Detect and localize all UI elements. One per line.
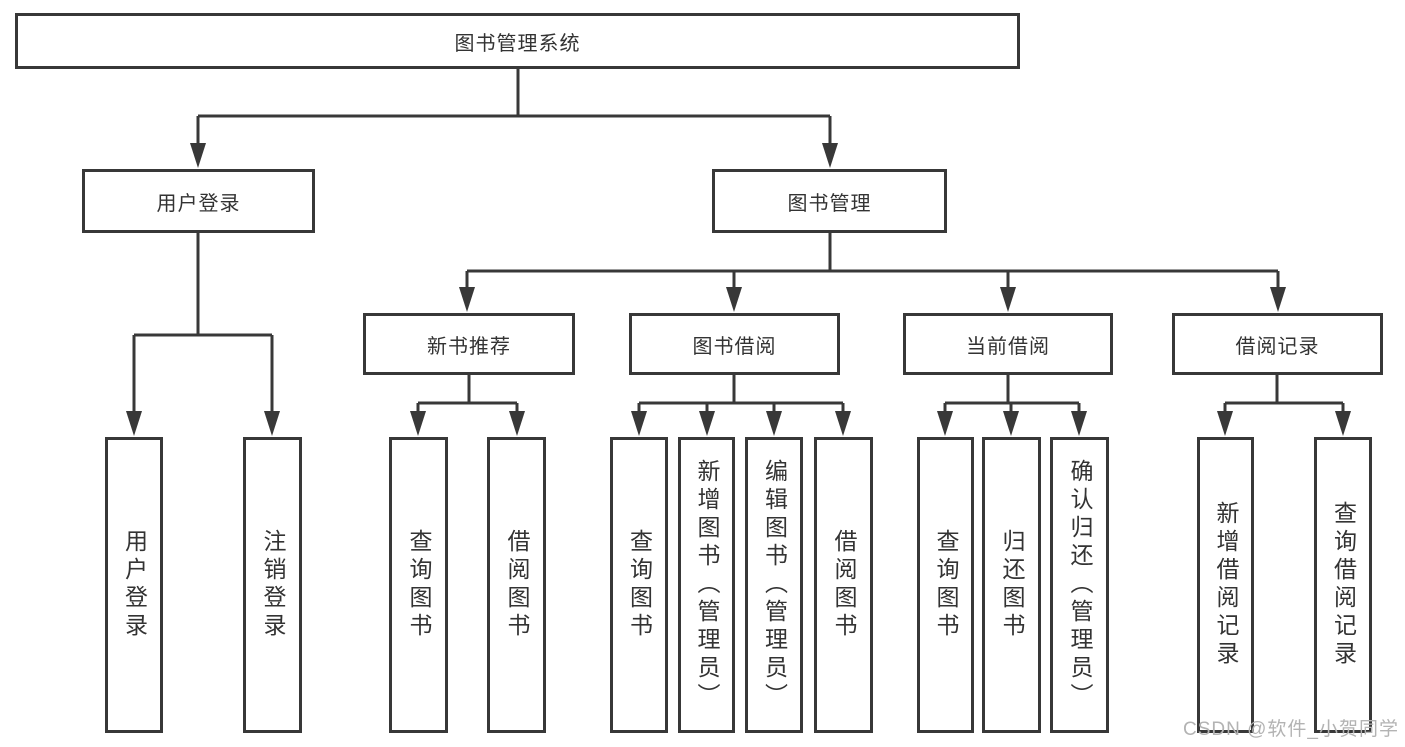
leaf-recommend-query-book: 查询图书 xyxy=(389,437,448,733)
node-new-book-recommend-label: 新书推荐 xyxy=(427,335,511,358)
csdn-watermark: CSDN @软件_小贺同学 xyxy=(1183,719,1399,740)
node-borrow-records-label: 借阅记录 xyxy=(1235,335,1320,358)
leaf-current-return-book: 归还图书 xyxy=(982,437,1041,733)
leaf-current-query-book: 查询图书 xyxy=(917,437,974,733)
node-current-borrow: 当前借阅 xyxy=(903,313,1113,375)
leaf-current-confirm-return-admin: 确认归还（管理员） xyxy=(1050,437,1109,733)
leaf-borrow-add-book-admin: 新增图书（管理员） xyxy=(678,437,735,733)
leaf-borrow-edit-book-admin: 编辑图书（管理员） xyxy=(745,437,803,733)
node-book-borrow-label: 图书借阅 xyxy=(692,335,777,358)
leaf-recommend-borrow-book: 借阅图书 xyxy=(487,437,546,733)
node-root-library-management-system: 图书管理系统 xyxy=(15,13,1020,69)
node-user-login: 用户登录 xyxy=(82,169,315,233)
node-book-borrow: 图书借阅 xyxy=(629,313,840,375)
leaf-records-add-record: 新增借阅记录 xyxy=(1197,437,1254,733)
leaf-user-login: 用户登录 xyxy=(105,437,163,733)
leaf-logout: 注销登录 xyxy=(243,437,302,733)
leaf-borrow-borrow-book: 借阅图书 xyxy=(814,437,873,733)
leaf-records-query-record: 查询借阅记录 xyxy=(1314,437,1372,733)
node-borrow-records: 借阅记录 xyxy=(1172,313,1383,375)
node-book-management-label: 图书管理 xyxy=(787,192,872,215)
leaf-borrow-query-book: 查询图书 xyxy=(610,437,668,733)
node-current-borrow-label: 当前借阅 xyxy=(966,335,1050,358)
arrowhead-icons xyxy=(126,143,1351,436)
node-root-label: 图书管理系统 xyxy=(454,32,581,55)
node-user-login-label: 用户登录 xyxy=(156,192,241,215)
node-book-management: 图书管理 xyxy=(712,169,947,233)
node-new-book-recommend: 新书推荐 xyxy=(363,313,575,375)
